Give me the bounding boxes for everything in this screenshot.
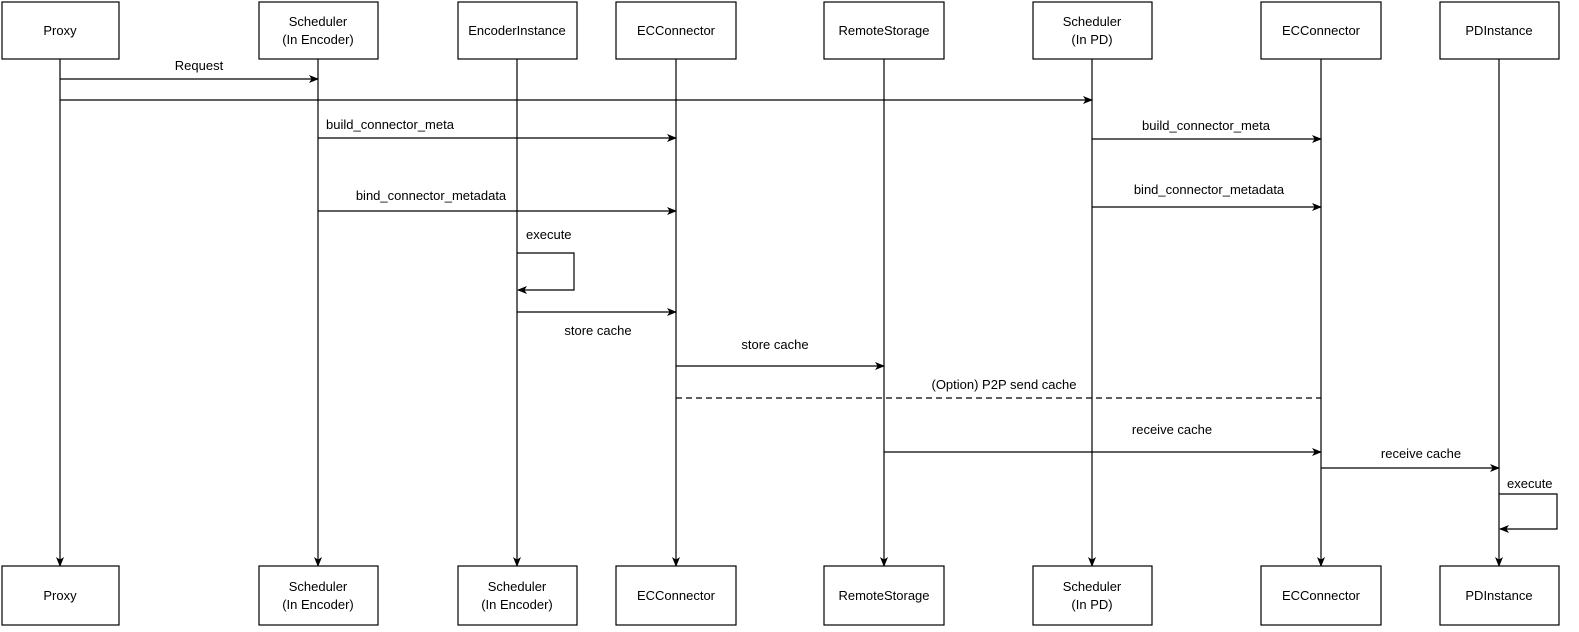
participant-footer-rect-remote_storage xyxy=(823,565,945,626)
participant-footer-ec_connector_a[interactable]: ECConnector xyxy=(615,565,737,626)
participant-footer-label-pd_instance: PDInstance xyxy=(1465,588,1532,603)
participant-header-encoder_inst[interactable]: EncoderInstance xyxy=(457,1,578,60)
message-m8[interactable]: store cache xyxy=(676,337,885,370)
message-m4[interactable]: build_connector_meta xyxy=(1092,118,1322,143)
participant-header-scheduler_enc[interactable]: Scheduler (In Encoder) xyxy=(258,1,379,60)
messages-layer: Request build_connector_meta build_connect… xyxy=(60,58,1500,472)
participant-header-ec_connector_b[interactable]: ECConnector xyxy=(1260,1,1382,60)
participant-footer-label-ec_connector_b: ECConnector xyxy=(1282,588,1361,603)
participant-footer-rect-scheduler_pd xyxy=(1032,565,1153,626)
participant-header-label-pd_instance: PDInstance xyxy=(1465,23,1532,38)
participant-footer-label-scheduler_enc: Scheduler xyxy=(289,579,348,594)
participant-header-rect-ec_connector_b xyxy=(1260,1,1382,60)
participant-footer-rect-encoder_inst xyxy=(457,565,578,626)
header-participant-boxes: Proxy Scheduler (In Encoder) EncoderInstanc… xyxy=(1,1,1560,60)
message-label-m10: receive cache xyxy=(1132,422,1212,437)
participant-footer-label-ec_connector_a: ECConnector xyxy=(637,588,716,603)
message-m11[interactable]: receive cache xyxy=(1321,446,1500,472)
participant-header-sublabel-scheduler_pd: (In PD) xyxy=(1071,32,1112,47)
participant-header-ec_connector_a[interactable]: ECConnector xyxy=(615,1,737,60)
participant-header-rect-remote_storage xyxy=(823,1,945,60)
message-m7[interactable]: store cache xyxy=(517,308,677,338)
participant-footer-sublabel-encoder_inst: (In Encoder) xyxy=(481,597,553,612)
participant-header-remote_storage[interactable]: RemoteStorage xyxy=(823,1,945,60)
message-m9[interactable]: (Option) P2P send cache xyxy=(676,377,1321,399)
participant-header-label-proxy: Proxy xyxy=(43,23,77,38)
participant-footer-label-proxy: Proxy xyxy=(43,588,77,603)
participant-footer-label-scheduler_pd: Scheduler xyxy=(1063,579,1122,594)
participant-footer-scheduler_enc[interactable]: Scheduler (In Encoder) xyxy=(258,565,379,626)
message-m1[interactable]: Request xyxy=(60,58,319,83)
message-m3[interactable]: build_connector_meta xyxy=(318,117,677,142)
participant-footer-rect-scheduler_enc xyxy=(258,565,379,626)
participant-footer-label-encoder_inst: Scheduler xyxy=(488,579,547,594)
participant-footer-sublabel-scheduler_pd: (In PD) xyxy=(1071,597,1112,612)
participant-header-label-scheduler_enc: Scheduler xyxy=(289,14,348,29)
participant-footer-remote_storage[interactable]: RemoteStorage xyxy=(823,565,945,626)
self-call-label-sc1: execute xyxy=(526,227,572,242)
message-label-m1: Request xyxy=(175,58,224,73)
message-label-m5: bind_connector_metadata xyxy=(356,188,507,203)
participant-header-sublabel-scheduler_enc: (In Encoder) xyxy=(282,32,354,47)
participant-header-label-ec_connector_b: ECConnector xyxy=(1282,23,1361,38)
message-label-m11: receive cache xyxy=(1381,446,1461,461)
message-label-m4: build_connector_meta xyxy=(1142,118,1271,133)
self-calls-layer: execute execute xyxy=(517,227,1558,533)
message-m5[interactable]: bind_connector_metadata xyxy=(318,188,677,215)
participant-footer-proxy[interactable]: Proxy xyxy=(1,565,120,626)
message-m6[interactable]: bind_connector_metadata xyxy=(1092,182,1322,211)
participant-footer-ec_connector_b[interactable]: ECConnector xyxy=(1260,565,1382,626)
participant-header-rect-scheduler_pd xyxy=(1032,1,1153,60)
message-m10[interactable]: receive cache xyxy=(884,422,1322,456)
participant-header-scheduler_pd[interactable]: Scheduler (In PD) xyxy=(1032,1,1153,60)
participant-footer-rect-ec_connector_a xyxy=(615,565,737,626)
participant-header-pd_instance[interactable]: PDInstance xyxy=(1439,1,1560,60)
participant-footer-encoder_inst[interactable]: Scheduler (In Encoder) xyxy=(457,565,578,626)
participant-header-rect-scheduler_enc xyxy=(258,1,379,60)
self-call-sc2[interactable]: execute xyxy=(1499,476,1558,533)
participant-footer-rect-pd_instance xyxy=(1439,565,1560,626)
participant-header-label-encoder_inst: EncoderInstance xyxy=(468,23,566,38)
participant-footer-sublabel-scheduler_enc: (In Encoder) xyxy=(282,597,354,612)
self-call-path-sc1 xyxy=(517,252,575,294)
message-label-m7: store cache xyxy=(564,323,631,338)
message-label-m6: bind_connector_metadata xyxy=(1134,182,1285,197)
participant-header-label-remote_storage: RemoteStorage xyxy=(838,23,929,38)
footer-participant-boxes: Proxy Scheduler (In Encoder) Scheduler (In E… xyxy=(1,565,1560,626)
participant-footer-rect-ec_connector_b xyxy=(1260,565,1382,626)
self-call-label-sc2: execute xyxy=(1507,476,1553,491)
message-label-m3: build_connector_meta xyxy=(326,117,455,132)
participant-header-label-scheduler_pd: Scheduler xyxy=(1063,14,1122,29)
participant-header-rect-encoder_inst xyxy=(457,1,578,60)
self-call-path-sc2 xyxy=(1499,493,1558,533)
participant-header-rect-ec_connector_a xyxy=(615,1,737,60)
participant-header-label-ec_connector_a: ECConnector xyxy=(637,23,716,38)
participant-footer-label-remote_storage: RemoteStorage xyxy=(838,588,929,603)
participant-header-proxy[interactable]: Proxy xyxy=(1,1,120,60)
self-call-sc1[interactable]: execute xyxy=(517,227,575,294)
participant-footer-pd_instance[interactable]: PDInstance xyxy=(1439,565,1560,626)
participant-footer-rect-proxy xyxy=(1,565,120,626)
participant-header-rect-pd_instance xyxy=(1439,1,1560,60)
message-label-m8: store cache xyxy=(741,337,808,352)
participant-header-rect-proxy xyxy=(1,1,120,60)
message-label-m9: (Option) P2P send cache xyxy=(931,377,1076,392)
participant-footer-scheduler_pd[interactable]: Scheduler (In PD) xyxy=(1032,565,1153,626)
lifelines-layer xyxy=(56,59,1503,567)
